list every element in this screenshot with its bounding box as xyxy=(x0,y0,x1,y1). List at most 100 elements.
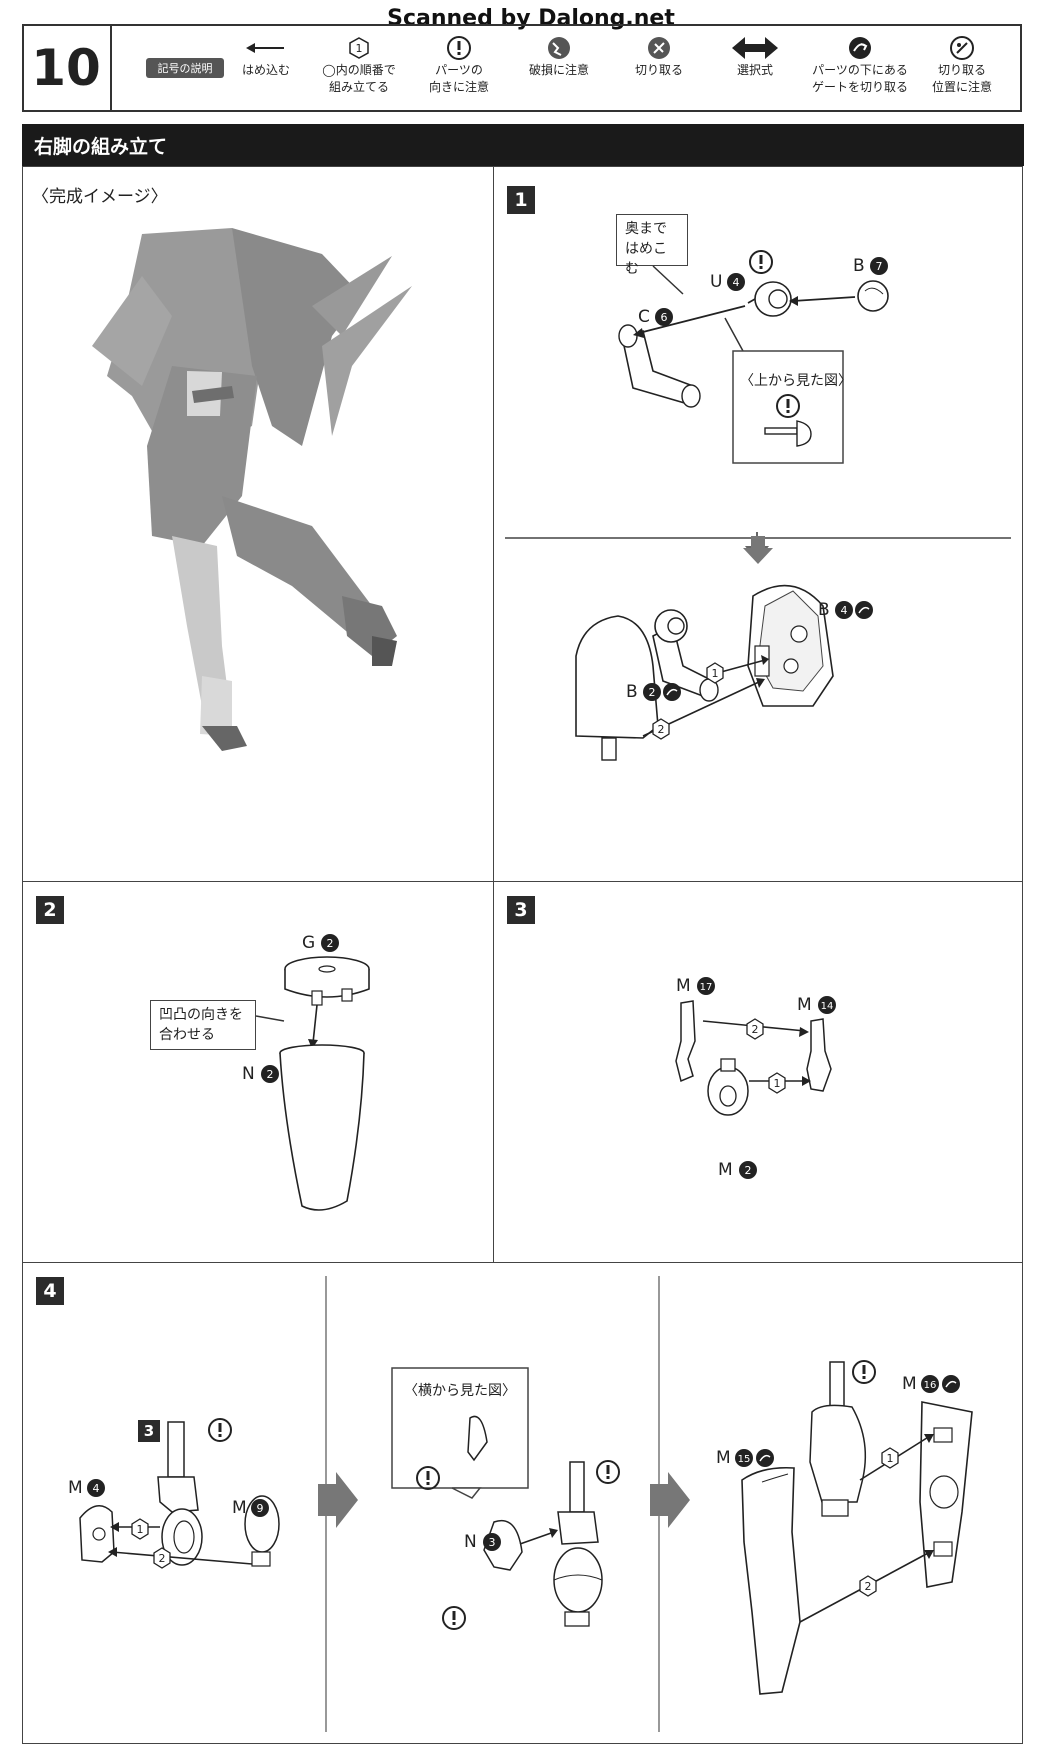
legend-label: 破損に注意 xyxy=(528,63,589,77)
part-label-m2: M xyxy=(718,1160,733,1180)
svg-text:1: 1 xyxy=(774,1077,781,1090)
svg-text:4: 4 xyxy=(93,1482,100,1495)
svg-text:2: 2 xyxy=(649,686,656,699)
part-badge-b7: 7 xyxy=(870,257,888,275)
svg-text:2: 2 xyxy=(327,937,334,950)
step1-note: 奥まで はめこむ xyxy=(616,214,688,277)
part-badge-b2-gate: 2 xyxy=(643,683,681,701)
part-label-g2: G xyxy=(302,933,316,953)
step4-panel xyxy=(22,1262,1023,1744)
svg-text:4: 4 xyxy=(841,604,848,617)
part-badge-u4: 4 xyxy=(727,273,745,291)
legend-label: 位置に注意 xyxy=(931,80,992,94)
legend-item-direction: パーツの 向きに注意 xyxy=(404,34,514,96)
part-label-b4: B xyxy=(818,600,830,620)
step3-diagram: 2 1 xyxy=(675,1000,832,1116)
part-badge-n2: 2 xyxy=(261,1065,279,1083)
legend-item-gate-cut: パーツの下にある ゲートを切り取る xyxy=(805,34,915,96)
legend-label: パーツの xyxy=(435,63,483,77)
part-label-m16: M xyxy=(902,1374,917,1394)
legend-item-order: 1 ◯内の順番で 組み立てる xyxy=(304,34,414,96)
svg-text:16: 16 xyxy=(924,1380,937,1391)
part-badge-m14: 14 xyxy=(818,996,836,1014)
legend-label: ゲートを切り取る xyxy=(811,80,908,94)
part-label-c6: C xyxy=(638,307,650,327)
cut-position-icon xyxy=(950,36,974,60)
completed-leg-figure xyxy=(92,228,412,751)
svg-text:14: 14 xyxy=(821,1001,834,1012)
svg-text:2: 2 xyxy=(745,1164,752,1177)
part-label-m9: M xyxy=(232,1498,247,1518)
double-arrow-icon xyxy=(732,37,778,59)
part-label-b7: B xyxy=(853,256,865,276)
page-step-number: 10 xyxy=(22,24,112,112)
step4-ref-step3: 3 xyxy=(138,1420,160,1442)
watermark: Scanned by Dalong.net xyxy=(387,6,675,31)
gate-cut-icon xyxy=(849,37,871,59)
part-label-u4: U xyxy=(710,272,723,292)
part-label-m15: M xyxy=(716,1448,731,1468)
top-view-label: 〈上から見た図〉 xyxy=(740,373,852,389)
part-badge-g2: 2 xyxy=(321,934,339,952)
legend-item-cut-position: 切り取る 位置に注意 xyxy=(907,34,1017,96)
legend-label: 切り取る xyxy=(634,63,683,77)
step1-order2-digit: 2 xyxy=(658,723,665,736)
legend-label: 切り取る xyxy=(937,63,986,77)
part-badge-c6: 6 xyxy=(655,308,673,326)
circle-number-icon: 1 xyxy=(349,37,369,59)
legend-item-breakage: 破損に注意 xyxy=(504,34,614,79)
arrow-left-icon xyxy=(246,43,284,53)
legend-item-insert: はめ込む xyxy=(211,34,321,79)
svg-text:2: 2 xyxy=(267,1068,274,1081)
part-badge-m4: 4 xyxy=(87,1479,105,1497)
legend-label: ◯内の順番で xyxy=(322,63,396,77)
legend-header xyxy=(22,24,1022,112)
svg-text:1: 1 xyxy=(887,1452,894,1465)
legend-label: 組み立てる xyxy=(328,80,389,94)
breakage-icon xyxy=(548,37,570,59)
step4-diagram: 1 2 1 2 xyxy=(79,1276,973,1732)
svg-text:4: 4 xyxy=(733,276,740,289)
step2-diagram xyxy=(255,956,370,1211)
part-badge-m17: 17 xyxy=(697,977,715,995)
completed-image-label: 〈完成イメージ〉 xyxy=(32,187,168,207)
part-label-n3: N xyxy=(464,1532,477,1552)
legend-label: はめ込む xyxy=(241,63,290,77)
svg-text:2: 2 xyxy=(752,1023,759,1036)
step1-number: 1 xyxy=(507,186,535,214)
svg-text:15: 15 xyxy=(738,1454,751,1465)
step2-number: 2 xyxy=(36,896,64,924)
step3-number: 3 xyxy=(507,896,535,924)
svg-text:6: 6 xyxy=(661,311,668,324)
cut-icon xyxy=(648,37,670,59)
part-label-n2: N xyxy=(242,1064,255,1084)
svg-text:3: 3 xyxy=(489,1536,496,1549)
legend-title: 記号の説明 xyxy=(146,58,224,78)
part-badge-b4-gate: 4 xyxy=(835,601,873,619)
svg-text:1: 1 xyxy=(356,42,363,55)
part-label-m14: M xyxy=(797,995,812,1015)
legend-label: パーツの下にある xyxy=(812,63,908,77)
svg-text:17: 17 xyxy=(700,982,713,993)
legend-label: 選択式 xyxy=(736,63,773,77)
part-badge-m16-gate: 16 xyxy=(921,1375,960,1393)
step1-order1-digit: 1 xyxy=(712,667,719,680)
svg-text:2: 2 xyxy=(159,1552,166,1565)
svg-text:9: 9 xyxy=(257,1502,264,1515)
part-label-b2: B xyxy=(626,682,638,702)
part-badge-n3: 3 xyxy=(483,1533,501,1551)
exclamation-icon xyxy=(447,36,471,60)
part-badge-m2: 2 xyxy=(739,1161,757,1179)
side-view-label: 〈横から見た図〉 xyxy=(404,1383,516,1399)
part-badge-m15-gate: 15 xyxy=(735,1449,774,1467)
legend-item-cut: 切り取る xyxy=(604,34,714,79)
svg-text:1: 1 xyxy=(137,1523,144,1536)
part-label-m4: M xyxy=(68,1478,83,1498)
step1-diagram: 1 2 xyxy=(505,250,1011,761)
legend-item-choice: 選択式 xyxy=(700,34,810,79)
part-badge-m9: 9 xyxy=(251,1499,269,1517)
svg-text:2: 2 xyxy=(865,1580,872,1593)
step4-number: 4 xyxy=(36,1277,64,1305)
part-label-m17: M xyxy=(676,976,691,996)
legend-label: 向きに注意 xyxy=(428,80,489,94)
